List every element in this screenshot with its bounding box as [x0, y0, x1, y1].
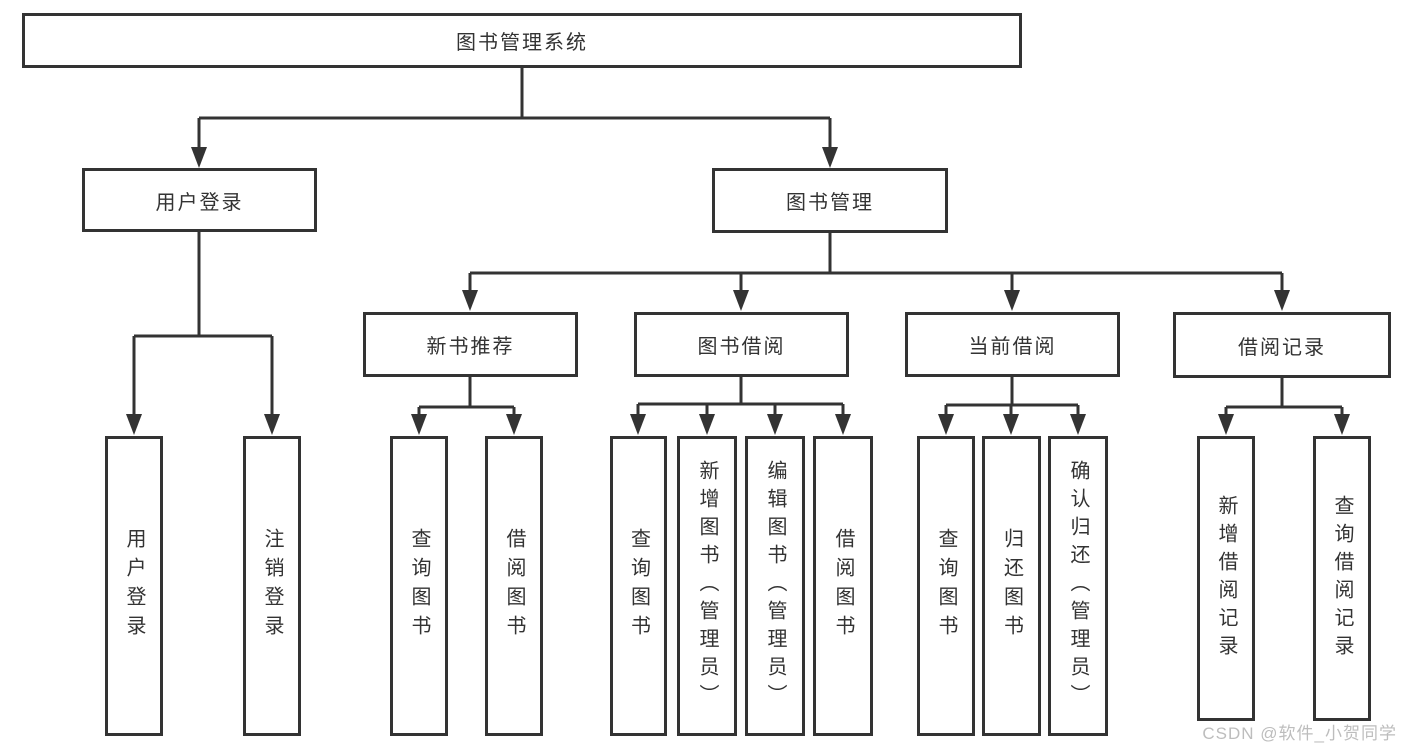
- node-root: 图书管理系统: [22, 13, 1022, 68]
- node-leaf-rec-query-label: 查询图书: [408, 528, 430, 644]
- node-leaf-rec-query: 查询图书: [390, 436, 448, 736]
- node-leaf-bb-borrow-label: 借阅图书: [832, 528, 854, 644]
- node-leaf-cb-return-label: 归还图书: [1000, 528, 1023, 644]
- node-leaf-rec-borrow-label: 借阅图书: [503, 528, 525, 644]
- node-leaf-user-login: 用户登录: [105, 436, 163, 736]
- node-leaf-br-query-label: 查询借阅记录: [1331, 494, 1353, 663]
- node-leaf-user-login-label: 用户登录: [123, 528, 145, 644]
- node-leaf-bb-edit-label: 编辑图书（管理员）: [764, 460, 786, 712]
- node-leaf-br-add-label: 新增借阅记录: [1215, 494, 1237, 663]
- node-leaf-cb-return: 归还图书: [982, 436, 1041, 736]
- node-leaf-bb-borrow: 借阅图书: [813, 436, 873, 736]
- node-leaf-br-add: 新增借阅记录: [1197, 436, 1255, 721]
- node-user-login-label: 用户登录: [155, 191, 244, 214]
- node-leaf-bb-edit: 编辑图书（管理员）: [745, 436, 805, 736]
- node-borrow-records: 借阅记录: [1173, 312, 1391, 378]
- node-leaf-cb-confirm-label: 确认归还（管理员）: [1067, 460, 1089, 712]
- node-book-mgmt-label: 图书管理: [786, 192, 874, 214]
- node-current-borrow-label: 当前借阅: [968, 336, 1057, 358]
- node-user-login: 用户登录: [82, 168, 317, 232]
- node-leaf-bb-add: 新增图书（管理员）: [677, 436, 737, 736]
- node-leaf-cb-query: 查询图书: [917, 436, 975, 736]
- node-book-borrow: 图书借阅: [634, 312, 849, 377]
- node-book-mgmt: 图书管理: [712, 168, 948, 233]
- watermark: CSDN @软件_小贺同学: [1202, 724, 1397, 743]
- node-leaf-logout: 注销登录: [243, 436, 301, 736]
- node-leaf-rec-borrow: 借阅图书: [485, 436, 543, 736]
- node-book-borrow-label: 图书借阅: [697, 336, 786, 358]
- node-new-book-rec: 新书推荐: [363, 312, 578, 377]
- node-new-book-rec-label: 新书推荐: [426, 336, 515, 358]
- node-current-borrow: 当前借阅: [905, 312, 1120, 377]
- node-leaf-bb-query: 查询图书: [610, 436, 667, 736]
- node-borrow-records-label: 借阅记录: [1238, 336, 1326, 359]
- node-leaf-logout-label: 注销登录: [261, 528, 283, 644]
- node-leaf-bb-add-label: 新增图书（管理员）: [696, 460, 718, 712]
- node-root-label: 图书管理系统: [456, 32, 588, 54]
- node-leaf-cb-query-label: 查询图书: [935, 528, 957, 644]
- node-leaf-bb-query-label: 查询图书: [627, 528, 650, 644]
- node-leaf-cb-confirm: 确认归还（管理员）: [1048, 436, 1108, 736]
- node-leaf-br-query: 查询借阅记录: [1313, 436, 1371, 721]
